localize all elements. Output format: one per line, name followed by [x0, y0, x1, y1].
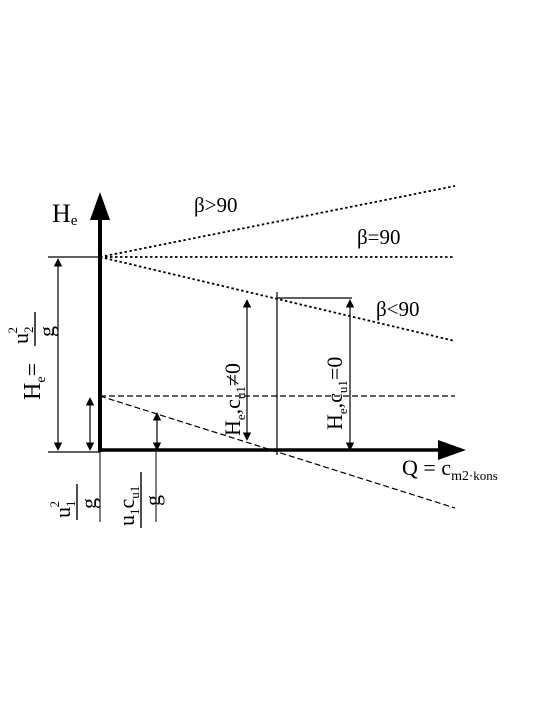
formula-he-total: He= u22 g: [5, 312, 59, 400]
label-beta-gt-90: β>90: [194, 193, 238, 217]
formula-u1-cu1: u1cu1 g: [114, 472, 165, 528]
y-axis-label: He: [52, 199, 78, 229]
svg-text:g: g: [140, 495, 165, 506]
reference-lines: [48, 256, 352, 522]
formula-he-cu1-zero: He,cu1=0: [322, 357, 350, 430]
svg-text:He,cu1≠0: He,cu1≠0: [220, 363, 248, 436]
label-beta-lt-90: β<90: [376, 297, 420, 321]
line-u1-cu1: [99, 395, 456, 509]
svg-text:u1cu1: u1cu1: [114, 486, 142, 526]
svg-text:He=: He=: [20, 363, 49, 400]
svg-text:u12: u12: [47, 501, 78, 519]
axes: [90, 192, 466, 460]
label-beta-eq-90: β=90: [357, 225, 401, 249]
svg-text:g: g: [34, 326, 59, 337]
y-axis-arrowhead: [90, 192, 110, 220]
formula-he-cu1-nonzero: He,cu1≠0: [220, 363, 248, 436]
line-beta-gt-90: [99, 185, 456, 258]
svg-text:g: g: [76, 498, 101, 509]
svg-text:u22: u22: [5, 327, 36, 345]
formula-u1-squared: u12 g: [47, 484, 101, 520]
svg-text:He,cu1=0: He,cu1=0: [322, 357, 350, 430]
x-axis-label: Q = cm2·kons: [402, 455, 498, 484]
dimension-arrows: [53, 258, 355, 451]
x-axis-arrowhead: [438, 440, 466, 460]
